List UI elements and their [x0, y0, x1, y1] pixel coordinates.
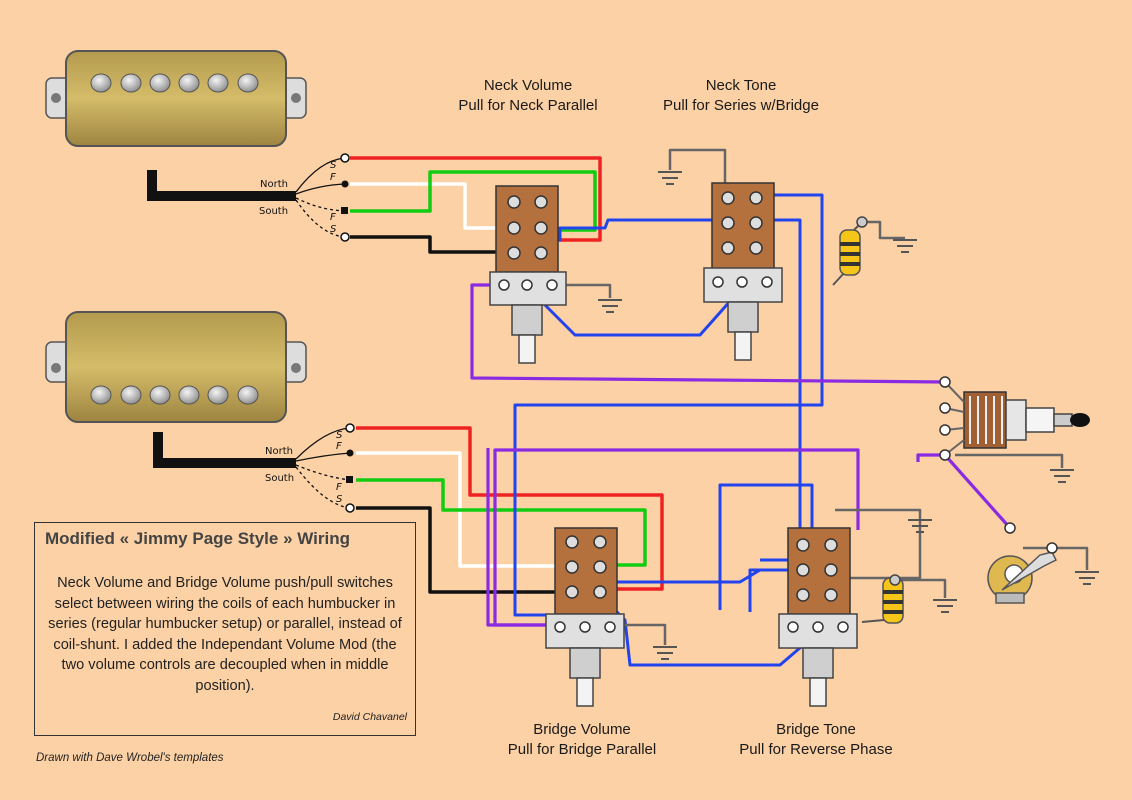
- neck-volume-title: Neck Volume: [483, 77, 573, 94]
- neck-north-label: North: [260, 179, 288, 190]
- bridge-tone-label: Bridge Tone Pull for Reverse Phase: [716, 720, 916, 760]
- bridge-south-label: South: [265, 473, 295, 484]
- info-title: Modified « Jimmy Page Style » Wiring: [45, 529, 350, 548]
- bridge-volume-subtitle: Pull for Bridge Parallel: [507, 741, 657, 758]
- bridge-s2-label: S: [336, 494, 343, 505]
- bridge-volume-title: Bridge Volume: [533, 721, 631, 738]
- neck-tone-capacitor: [832, 216, 868, 286]
- bridge-volume-pot: [545, 527, 625, 707]
- neck-pickup: [45, 50, 307, 201]
- neck-s1-label: S: [330, 160, 337, 171]
- neck-south-label: South: [259, 206, 289, 217]
- info-author: David Chavanel: [332, 711, 407, 723]
- neck-tone-title: Neck Tone: [705, 77, 777, 94]
- neck-tone-pot: [703, 182, 783, 361]
- bridge-f1-label: F: [336, 441, 342, 452]
- bridge-tone-title: Bridge Tone: [776, 721, 856, 738]
- neck-s2-label: S: [330, 224, 337, 235]
- credit-line: Drawn with Dave Wrobel's templates: [36, 752, 224, 764]
- neck-tone-subtitle: Pull for Series w/Bridge: [663, 97, 819, 114]
- toggle-switch: [987, 522, 1058, 604]
- info-box: Modified « Jimmy Page Style » Wiring Nec…: [34, 522, 416, 736]
- bridge-volume-label: Bridge Volume Pull for Bridge Parallel: [482, 720, 682, 760]
- neck-volume-label: Neck Volume Pull for Neck Parallel: [428, 76, 628, 116]
- bridge-tone-capacitor: [861, 574, 904, 624]
- bridge-pickup: [45, 311, 307, 468]
- bridge-s1-label: S: [336, 430, 343, 441]
- neck-f1-label: F: [330, 172, 336, 183]
- neck-f2-label: F: [330, 212, 336, 223]
- neck-volume-pot: [489, 185, 567, 364]
- output-jack: [939, 376, 1090, 461]
- bridge-tone-subtitle: Pull for Reverse Phase: [739, 741, 893, 758]
- bridge-tone-pot: [778, 527, 858, 707]
- bridge-f2-label: F: [336, 482, 342, 493]
- neck-tone-label: Neck Tone Pull for Series w/Bridge: [641, 76, 841, 116]
- neck-volume-subtitle: Pull for Neck Parallel: [458, 97, 598, 114]
- info-body: Neck Volume and Bridge Volume push/pull …: [48, 575, 402, 694]
- bridge-north-label: North: [265, 446, 293, 457]
